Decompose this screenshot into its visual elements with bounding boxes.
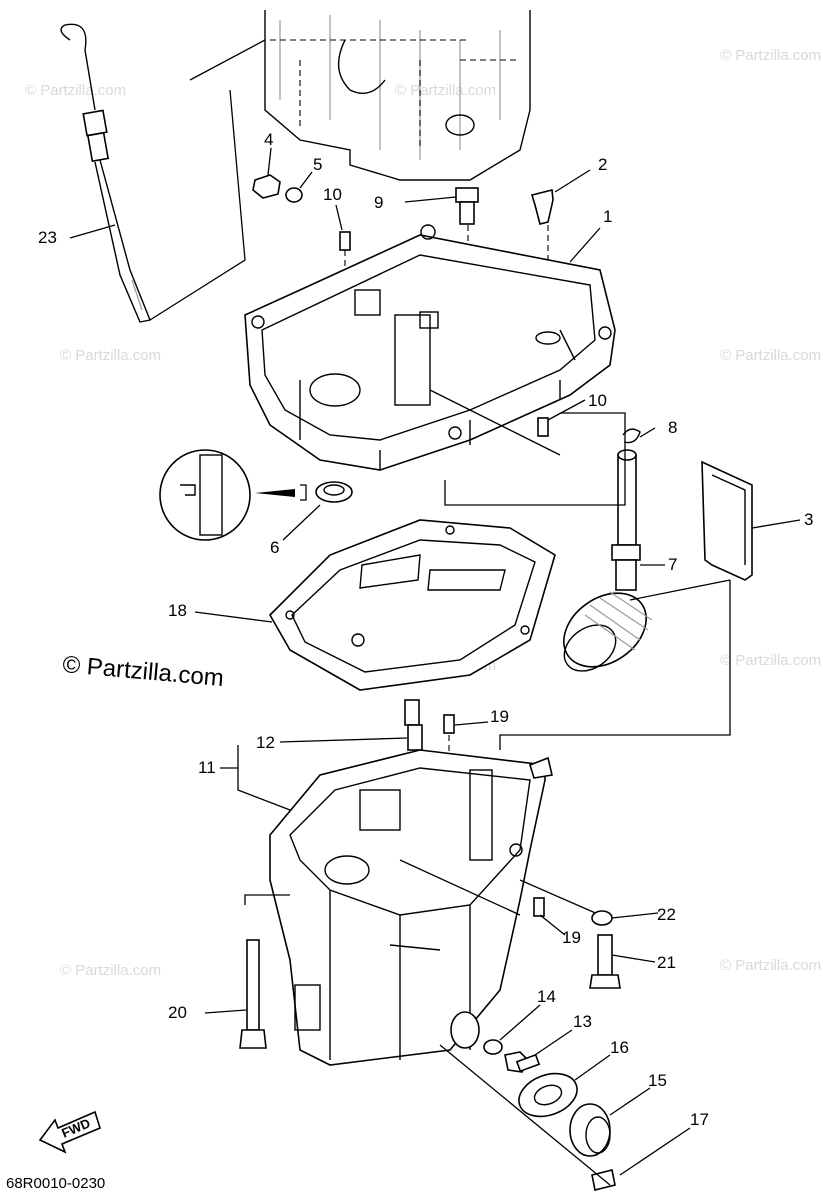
upper-casing-part-1 (244, 224, 616, 471)
plug-part-2 (530, 188, 554, 225)
leader-line (149, 39, 266, 321)
watermark: © Partzilla.com (395, 82, 496, 99)
leader-line (444, 412, 626, 506)
watermark-main: © Partzilla.com (61, 651, 224, 692)
oil-seal-part-6 (159, 449, 353, 541)
leader-line (519, 879, 601, 916)
callout-1: 1 (603, 207, 612, 226)
fwd-arrow: FWD (38, 1110, 101, 1154)
watermark: © Partzilla.com (720, 47, 821, 64)
callout-labels: 1 2 3 4 5 6 7 8 9 10 10 11 12 13 14 15 1… (38, 130, 813, 1129)
plate-part-3 (701, 460, 753, 581)
callout-18: 18 (168, 601, 187, 620)
watermark: © Partzilla.com (720, 957, 821, 974)
fitting-part-9 (455, 187, 479, 225)
callout-leaders (69, 147, 801, 1176)
dipstick (60, 23, 151, 323)
lower-casing-part-11 (269, 749, 553, 1066)
drain-parts (483, 1039, 616, 1191)
callout-23: 23 (38, 228, 57, 247)
leader-line (399, 859, 521, 916)
callout-9: 9 (374, 193, 383, 212)
washer-part-22 (591, 910, 613, 926)
callout-5: 5 (313, 155, 322, 174)
watermark: © Partzilla.com (25, 82, 126, 99)
callout-4: 4 (264, 130, 273, 149)
dowel-pin (537, 417, 549, 437)
bolt-part-20 (239, 939, 267, 1049)
drawing-code: 68R0010-0230 (6, 1175, 105, 1192)
callout-21: 21 (657, 953, 676, 972)
callout-14: 14 (537, 987, 556, 1006)
callout-8: 8 (668, 418, 677, 437)
callout-6: 6 (270, 538, 279, 557)
leader-line (439, 1044, 611, 1186)
dowel-pin (443, 714, 455, 734)
callout-11: 11 (198, 758, 216, 777)
callout-19-top: 19 (490, 707, 509, 726)
callout-22: 22 (657, 905, 676, 924)
callout-19-lower: 19 (562, 928, 581, 947)
bolt-part-4 (252, 174, 303, 203)
callout-16: 16 (610, 1038, 629, 1057)
dowel-pin (339, 231, 351, 251)
leader-line (429, 389, 561, 456)
callout-13: 13 (573, 1012, 592, 1031)
callout-20: 20 (168, 1003, 187, 1022)
callout-3: 3 (804, 510, 813, 529)
callout-12: 12 (256, 733, 275, 752)
watermark: © Partzilla.com (60, 962, 161, 979)
watermark: © Partzilla.com (60, 347, 161, 364)
engine-block-partial (264, 10, 531, 181)
watermark: © Partzilla.com (720, 347, 821, 364)
callout-15: 15 (648, 1071, 667, 1090)
leader-line (244, 894, 290, 905)
callout-2: 2 (598, 155, 607, 174)
dowel-pin (533, 897, 545, 917)
gasket-part-18 (269, 519, 556, 691)
fitting-part-12 (404, 699, 423, 751)
leader-line (499, 579, 731, 750)
callout-10-top: 10 (323, 185, 342, 204)
strainer-part-7 (563, 449, 653, 672)
bolt-part-21 (589, 934, 621, 989)
callout-10-lower: 10 (588, 391, 607, 410)
watermark: © Partzilla.com (720, 652, 821, 669)
clip-part-8 (622, 428, 641, 444)
callout-7: 7 (668, 555, 677, 574)
callout-17: 17 (690, 1110, 709, 1129)
